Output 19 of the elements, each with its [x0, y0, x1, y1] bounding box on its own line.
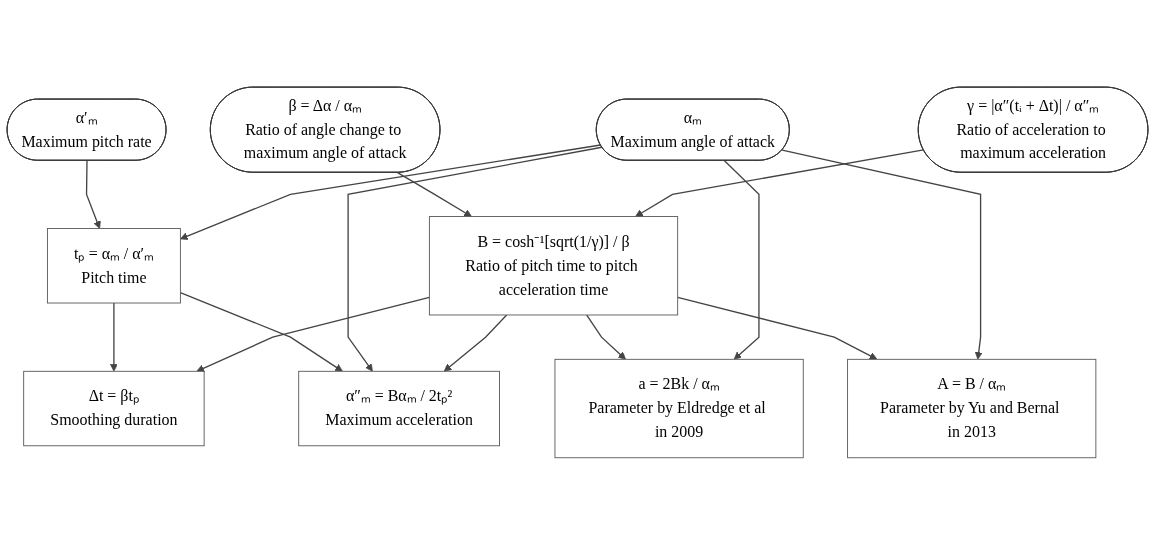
arrow — [677, 296, 878, 360]
node-box: A = B / αₘ Parameter by Yu and Bernal in 2013 — [847, 358, 1097, 459]
arrow — [781, 149, 983, 360]
arrow — [347, 146, 603, 372]
arrow — [180, 144, 602, 240]
arrow — [179, 292, 343, 372]
arrow — [85, 160, 101, 229]
arrow — [585, 314, 626, 360]
arrow — [396, 172, 472, 217]
node-box: α″ₘ = Bαₘ / 2tₚ² Maximum acceleration — [298, 370, 500, 447]
node-box: B = cosh⁻¹[sqrt(1/γ)] / β Ratio of pitch time to pitch acceleration time — [428, 216, 679, 316]
arrow — [635, 149, 925, 217]
node-box: a = 2Bk / αₘ Parameter by Eldredge et al in 2009 — [554, 358, 804, 459]
node-box: tₚ = αₘ / α′ₘ Pitch time — [46, 228, 181, 304]
node-box: Δt = βtₚ Smoothing duration — [23, 370, 205, 447]
arrow — [196, 296, 431, 373]
arrow — [443, 314, 508, 372]
arrow — [110, 302, 118, 372]
arrow — [723, 160, 760, 360]
